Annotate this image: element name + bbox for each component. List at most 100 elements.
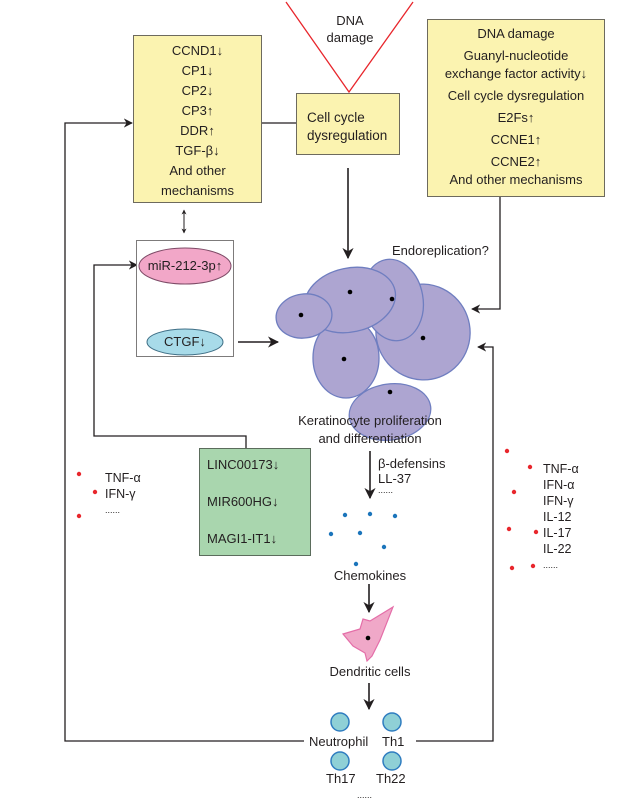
right-cytokine-list: TNF-α IFN-α IFN-γ IL-12 IL-17 IL-22 ....… <box>543 461 579 573</box>
dna-damage-v-shape <box>285 1 414 94</box>
keratinocyte-cell <box>275 293 333 339</box>
cytokine-item: IFN-α <box>543 478 575 492</box>
th1-label: Th1 <box>382 734 405 749</box>
chemokine-dot <box>328 531 334 537</box>
cytokine-dot <box>76 513 82 519</box>
cytokine-dot <box>506 526 512 532</box>
cell-cycle-line1: Cell cycle <box>307 110 365 125</box>
chemokine-dot <box>353 561 359 567</box>
mechanism-item: CCND1↓ <box>171 43 224 58</box>
keratinocyte-label: Keratinocyte proliferation and different… <box>280 412 460 448</box>
keratinocyte-cluster <box>275 258 471 441</box>
cytokine-item: IL-17 <box>543 526 572 540</box>
mirna-ellipse <box>138 247 232 285</box>
chemokine-dot <box>342 512 348 518</box>
nucleus <box>347 289 353 295</box>
cytokine-dot <box>509 565 515 571</box>
cytokine-item: IFN-γ <box>543 494 574 508</box>
chemokine-dots <box>328 511 398 567</box>
arrow-lncrna-to-mirna <box>93 260 247 448</box>
cytokine-dot <box>527 464 533 470</box>
mechanism-item: And other mechanisms <box>449 172 583 187</box>
th22-cell <box>382 751 402 771</box>
dna-damage-line1: DNA <box>336 13 364 28</box>
keratinocyte-label-line2: and differentiation <box>318 431 422 446</box>
left-cytokine-dots <box>76 471 98 519</box>
mechanism-item: exchange factor activity↓ <box>444 66 588 81</box>
endoreplication-label: Endoreplication? <box>392 243 489 258</box>
keratinocyte-label-line1: Keratinocyte proliferation <box>298 413 442 428</box>
mechanism-item: TGF-β↓ <box>175 143 220 158</box>
dendritic-cells-label: Dendritic cells <box>329 664 411 679</box>
mechanisms-box-left: CCND1↓ CP1↓ CP2↓ CP3↑ DDR↑ TGF-β↓ And ot… <box>133 35 262 203</box>
mechanism-item: DDR↑ <box>180 123 215 138</box>
th1-cell <box>382 712 402 732</box>
mechanism-item: CCNE2↑ <box>490 154 542 169</box>
arrow-endoreplication <box>471 197 501 314</box>
cytokine-item: IL-12 <box>543 510 572 524</box>
th17-label: Th17 <box>326 771 356 786</box>
mechanism-item: CP2↓ <box>181 83 214 98</box>
th22-label: Th22 <box>376 771 406 786</box>
ll37-label: LL-37 <box>378 471 412 486</box>
chemokines-label: Chemokines <box>333 568 407 583</box>
chemokine-dot <box>367 511 373 517</box>
cytokine-item: TNF-α <box>543 462 579 476</box>
mechanism-item: E2Fs↑ <box>497 110 535 125</box>
keratinocyte-cell <box>348 383 432 441</box>
dna-damage-label: DNA damage <box>320 12 380 46</box>
lncrna-box: LINC00173↓ MIR600HG↓ MAGI1-IT1↓ <box>199 448 311 556</box>
right-cytokine-dots <box>504 448 539 571</box>
mechanisms-box-right: DNA damage Guanyl-nucleotide exchange fa… <box>427 19 605 197</box>
cell-cycle-line2: dysregulation <box>307 128 388 143</box>
left-cytokine-list: TNF-α IFN-γ ...... <box>105 470 141 518</box>
dendritic-cell <box>341 605 395 663</box>
more-immune-cells-label: ...... <box>357 790 373 800</box>
cytokine-item: IL-22 <box>543 542 572 556</box>
cytokine-dot <box>504 448 510 454</box>
lncrna-item: MAGI1-IT1↓ <box>207 531 278 546</box>
mirna-shapes <box>138 247 232 356</box>
dendritic-nucleus <box>365 635 371 641</box>
nucleus <box>387 389 393 395</box>
beta-defensins-label: β-defensins <box>378 456 446 471</box>
keratinocyte-nuclei <box>298 289 426 395</box>
mechanism-item: CCNE1↑ <box>490 132 542 147</box>
lncrna-item: MIR600HG↓ <box>207 494 279 509</box>
antimicrobial-peptides-label: β-defensins LL-37 ...... <box>378 456 446 495</box>
cytokine-item: IFN-γ <box>105 487 136 501</box>
nucleus <box>341 356 347 362</box>
cytokine-item: TNF-α <box>105 471 141 485</box>
cell-cycle-box: Cell cycle dysregulation <box>296 93 400 155</box>
nucleus <box>298 312 304 318</box>
dna-damage-line2: damage <box>326 30 374 45</box>
cytokine-dot <box>511 489 517 495</box>
mechanism-item: CP1↓ <box>181 63 214 78</box>
chemokine-dot <box>357 530 363 536</box>
mechanism-item: mechanisms <box>161 183 234 198</box>
neutrophil-cell <box>330 712 350 732</box>
mechanism-item: CP3↑ <box>181 103 214 118</box>
immune-cells <box>330 712 402 771</box>
cytokine-item: ...... <box>543 560 559 570</box>
cytokine-dot <box>76 471 82 477</box>
ctgf-label: CTGF↓ <box>164 334 206 349</box>
nucleus <box>389 296 395 302</box>
cytokine-dot <box>533 529 539 535</box>
chemokine-dot <box>392 513 398 519</box>
mechanism-item: DNA damage <box>477 26 555 41</box>
ctgf-ellipse <box>146 328 224 356</box>
mechanism-item: And other <box>169 163 226 178</box>
cytokine-dot <box>530 563 536 569</box>
nucleus <box>420 335 426 341</box>
cytokine-dot <box>92 489 98 495</box>
mirna-label: miR-212-3p↑ <box>147 258 223 273</box>
th17-cell <box>330 751 350 771</box>
neutrophil-label: Neutrophil <box>309 734 369 749</box>
arrow-feedback-left <box>64 118 304 742</box>
arrow-feedback-right <box>416 342 494 742</box>
cytokine-item: ...... <box>105 505 121 515</box>
chemokine-dot <box>381 544 387 550</box>
ellipsis-label: ...... <box>378 485 394 495</box>
